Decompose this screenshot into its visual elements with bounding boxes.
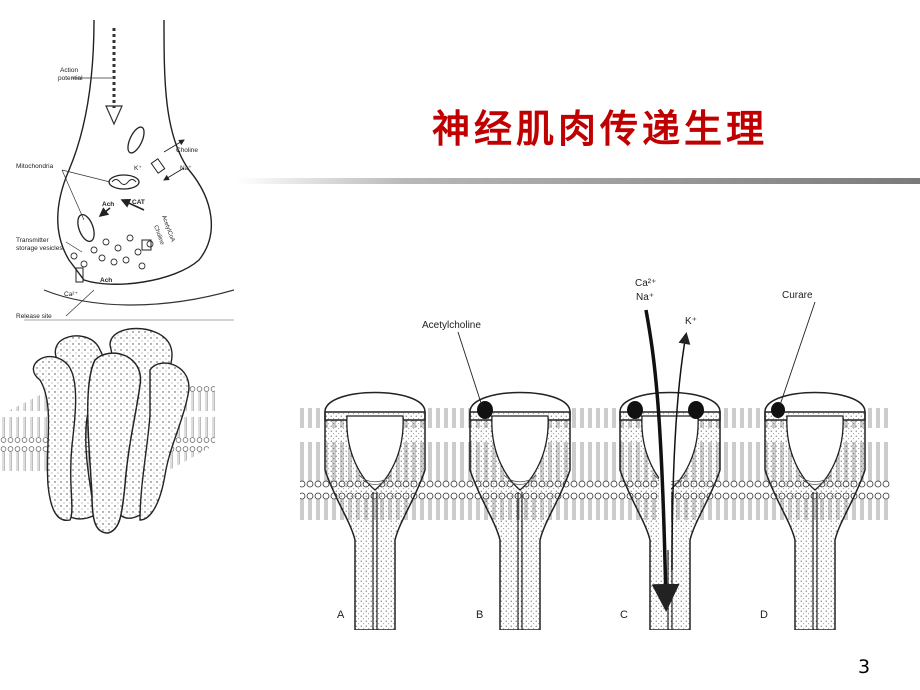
potassium-efflux-arrow — [671, 332, 691, 571]
label-ca: Ca²⁺ — [635, 278, 656, 289]
label-curare: Curare — [782, 290, 813, 301]
label-action: Action — [60, 67, 78, 74]
label-na: Na⁺ — [636, 292, 654, 303]
label-potential: potential — [58, 75, 83, 82]
acetylcholine-site-b — [477, 401, 493, 419]
label-mitochondria: Mitochondria — [16, 163, 54, 170]
label-acetylcholine: Acetylcholine — [422, 320, 481, 331]
curare-site-d — [771, 402, 785, 418]
panel-label-a: A — [337, 609, 345, 621]
nerve-terminal-diagram: Action potential Choline K⁺ Na⁺ Mitochon… — [16, 20, 234, 321]
label-transmitter: Transmitter — [16, 237, 49, 244]
label-release-site: Release site — [16, 313, 52, 320]
label-k: K⁺ — [134, 165, 142, 172]
label-cat: CAT — [132, 199, 145, 206]
label-ach-2: Ach — [100, 277, 112, 284]
receptor-3d-illustration — [0, 327, 215, 534]
title-divider — [236, 178, 920, 184]
label-k: K⁺ — [685, 316, 697, 327]
panel-label-c: C — [620, 609, 628, 621]
label-ach-1: Ach — [102, 201, 114, 208]
panel-label-d: D — [760, 609, 768, 621]
label-ca: Ca²⁺ — [64, 291, 78, 298]
label-choline-side: Choline — [152, 225, 165, 247]
label-na: Na⁺ — [180, 165, 192, 172]
panel-label-b: B — [476, 609, 483, 621]
label-storage-vesicles: storage vesicles — [16, 245, 63, 252]
receptor-states-diagram: Acetylcholine Curare Ca²⁺ Na⁺ K⁺ A B C D — [300, 278, 890, 630]
page-number: 3 — [858, 656, 871, 678]
slide-title: 神经肌肉传递生理 — [432, 106, 769, 151]
label-choline-top: Choline — [176, 147, 198, 154]
cation-influx-arrow — [644, 309, 680, 612]
